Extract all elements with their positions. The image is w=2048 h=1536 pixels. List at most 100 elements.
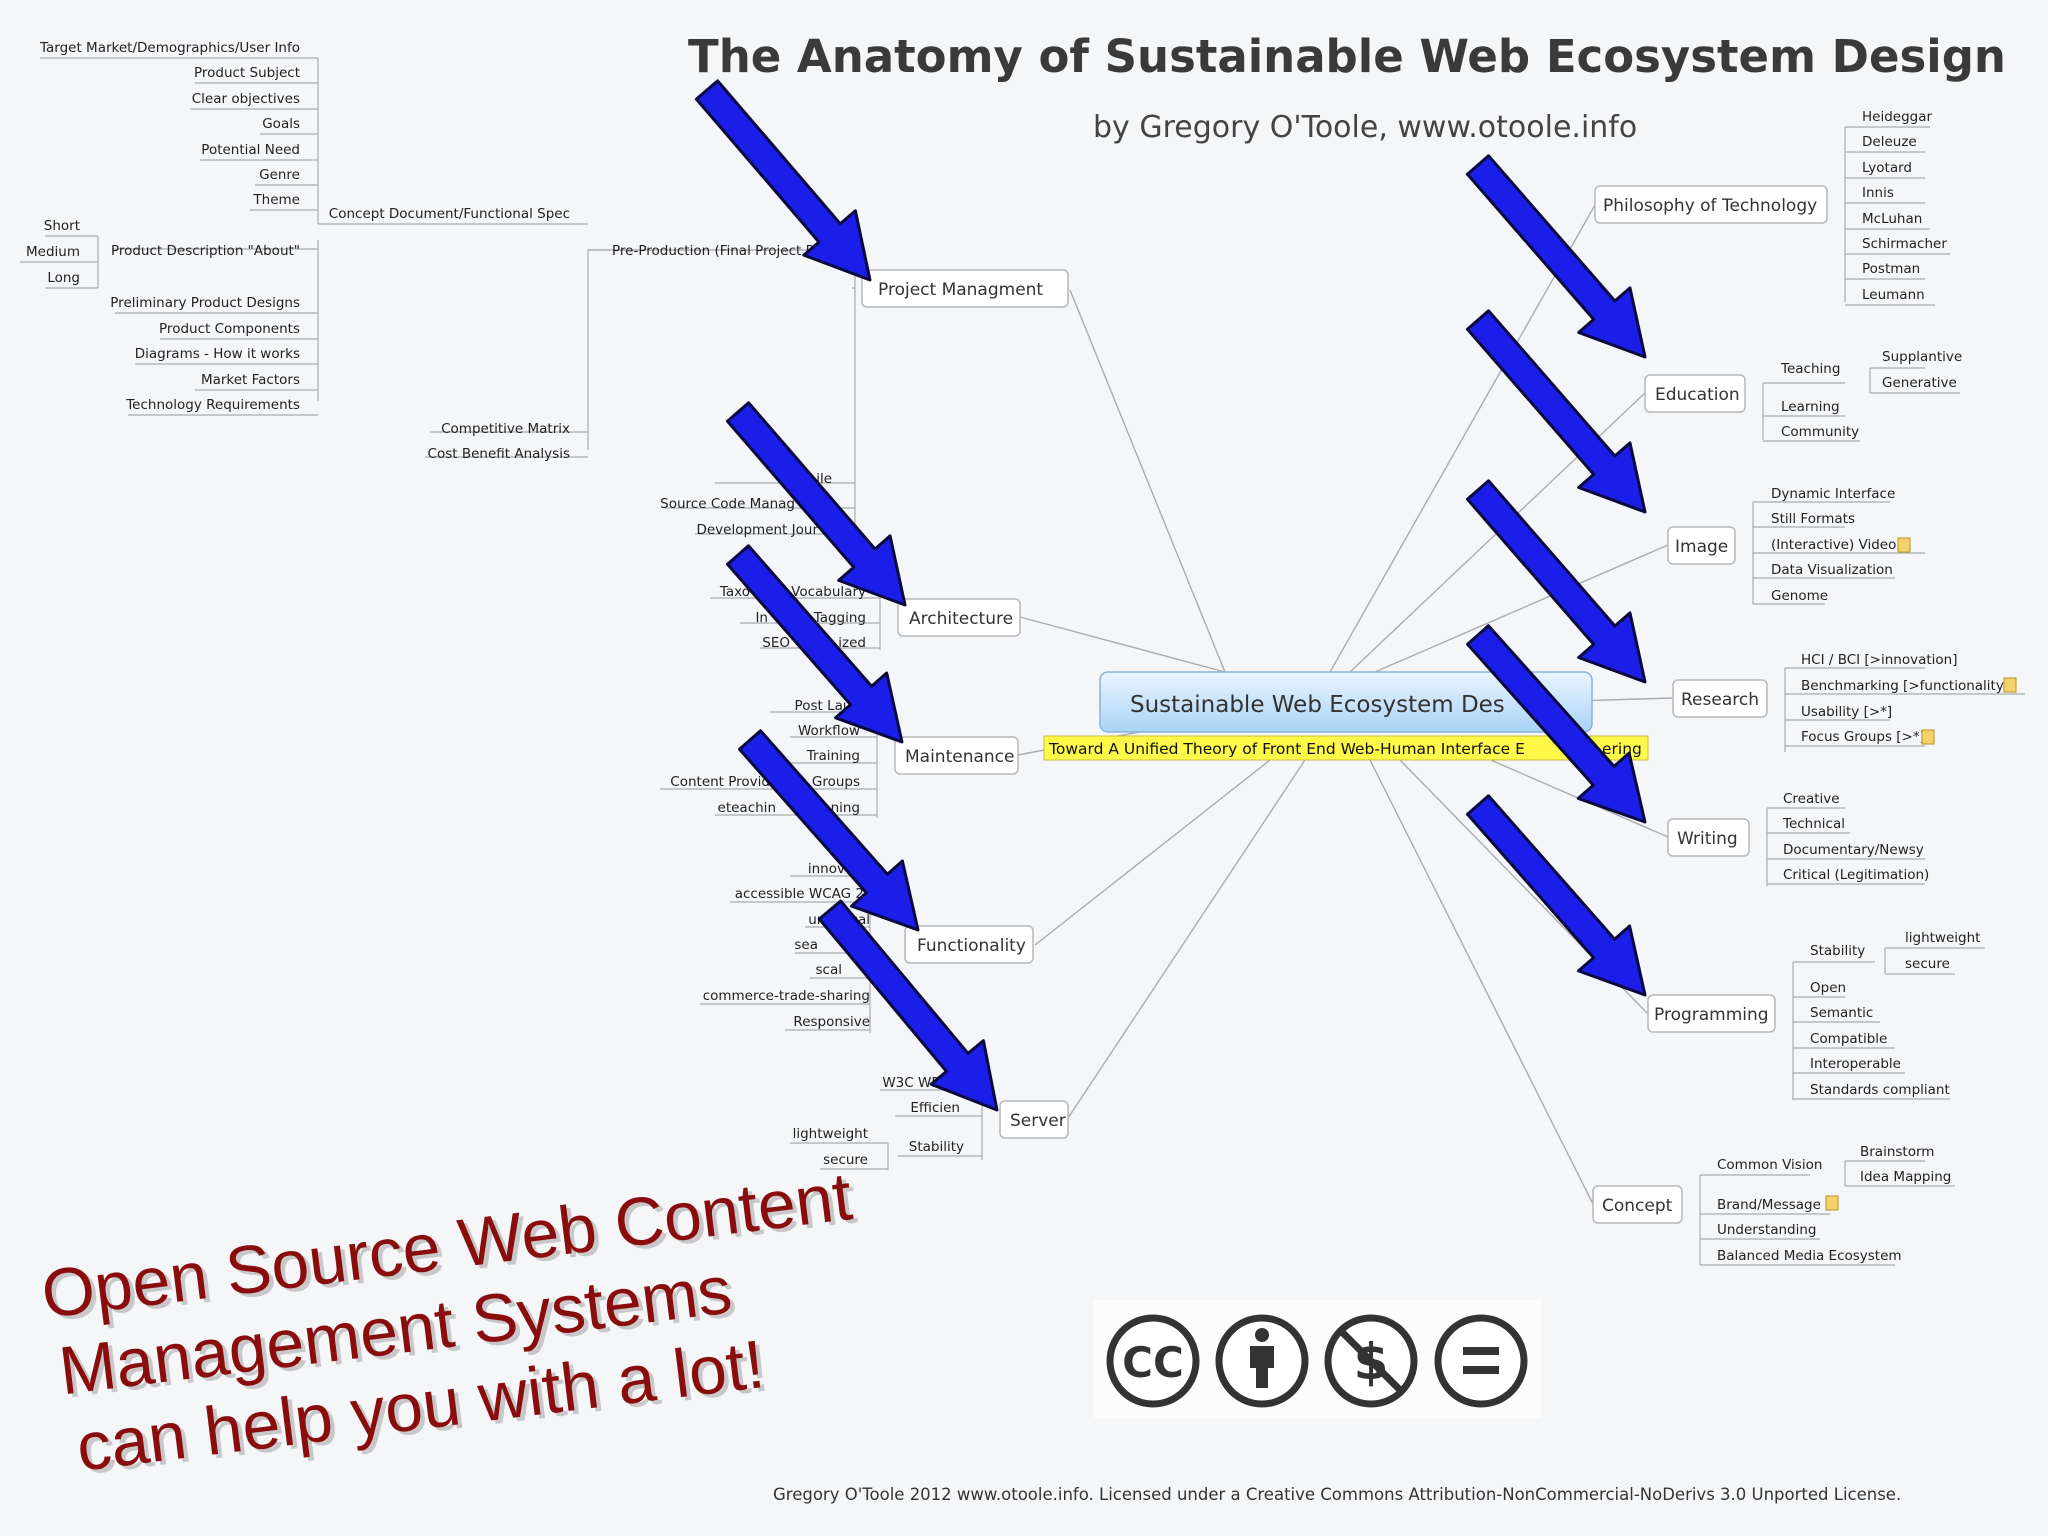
node-philosophy[interactable]: Philosophy of Technology bbox=[1594, 185, 1828, 224]
list-item: ized bbox=[838, 635, 866, 651]
list-item: Responsive bbox=[793, 1014, 870, 1030]
list-item: W3C WPE bbox=[882, 1075, 948, 1091]
list-item: Genome bbox=[1771, 588, 1828, 604]
noncommercial-icon: $ bbox=[1324, 1314, 1418, 1408]
list-item: Stability bbox=[1810, 943, 1865, 959]
node-label: Server bbox=[1010, 1111, 1066, 1131]
tagline-text: Toward A Unified Theory of Front End Web… bbox=[1048, 740, 1525, 758]
list-item: Product Description "About" bbox=[111, 243, 300, 259]
node-education[interactable]: Education bbox=[1644, 374, 1746, 413]
list-item: Potential Need bbox=[201, 142, 300, 158]
cc-icon: CC bbox=[1106, 1314, 1200, 1408]
list-item: (Interactive) Video bbox=[1771, 537, 1896, 553]
list-item: In bbox=[755, 610, 768, 626]
node-maintenance[interactable]: Maintenance bbox=[894, 736, 1019, 775]
list-item: Learning bbox=[1781, 399, 1840, 415]
list-item: HCI / BCI [>innovation] bbox=[1801, 652, 1958, 668]
node-project-management[interactable]: Project Managment bbox=[861, 269, 1069, 308]
node-label: Writing bbox=[1677, 829, 1738, 849]
arrow bbox=[1466, 794, 1647, 997]
node-label: Functionality bbox=[917, 936, 1026, 956]
list-item: Pre-Production (Final Project Pla bbox=[612, 243, 826, 259]
arrow bbox=[694, 79, 872, 282]
list-item: Medium bbox=[26, 244, 80, 260]
programming-subtopics: Stability lightweight secure Open Semant… bbox=[1810, 930, 1980, 1098]
list-item: innov bbox=[808, 861, 845, 877]
list-item: Source Code Manag bbox=[660, 496, 795, 512]
project-subtopics: Target Market/Demographics/User Info Pro… bbox=[26, 40, 832, 538]
list-item: Focus Groups [>*] bbox=[1801, 729, 1925, 745]
node-server[interactable]: Server bbox=[999, 1100, 1069, 1139]
list-item: Brand/Message bbox=[1717, 1197, 1821, 1213]
list-item: scal bbox=[816, 962, 842, 978]
arrow bbox=[1466, 624, 1647, 824]
node-concept[interactable]: Concept bbox=[1592, 1185, 1683, 1224]
list-item: Innis bbox=[1862, 185, 1894, 201]
list-item: Usability [>*] bbox=[1801, 704, 1892, 720]
arrow bbox=[817, 899, 999, 1112]
list-item: accessible WCAG 2 bbox=[735, 886, 864, 902]
list-item: secure bbox=[823, 1152, 868, 1168]
node-label: Research bbox=[1681, 690, 1759, 710]
note-icon bbox=[2003, 677, 2017, 693]
node-image[interactable]: Image bbox=[1667, 526, 1736, 565]
list-item: Content Provid bbox=[670, 774, 770, 790]
list-item: Community bbox=[1781, 424, 1859, 440]
list-item: Stability bbox=[909, 1139, 964, 1155]
research-subtopics: HCI / BCI [>innovation] Benchmarking [>f… bbox=[1801, 652, 2009, 745]
arrow bbox=[738, 729, 920, 932]
node-research[interactable]: Research bbox=[1672, 679, 1768, 718]
list-item: McLuhan bbox=[1862, 211, 1922, 227]
list-item: Critical (Legitimation) bbox=[1783, 867, 1929, 883]
list-item: Compatible bbox=[1810, 1031, 1887, 1047]
list-item: Preliminary Product Designs bbox=[110, 295, 300, 311]
list-item: Brainstorm bbox=[1860, 1144, 1934, 1160]
list-item: Common Vision bbox=[1717, 1157, 1822, 1173]
note-icon bbox=[1897, 537, 1911, 553]
list-item: Understanding bbox=[1717, 1222, 1816, 1238]
server-subtopics: W3C WPE Efficien Stability lightweight s… bbox=[793, 1075, 964, 1168]
node-architecture[interactable]: Architecture bbox=[897, 598, 1021, 637]
list-item: Lyotard bbox=[1862, 160, 1912, 176]
list-item: secure bbox=[1905, 956, 1950, 972]
list-item: Concept Document/Functional Spec bbox=[329, 206, 570, 222]
page-title: The Anatomy of Sustainable Web Ecosystem… bbox=[688, 30, 2006, 83]
list-item: Idea Mapping bbox=[1860, 1169, 1951, 1185]
list-item: Short bbox=[44, 218, 80, 234]
node-functionality[interactable]: Functionality bbox=[904, 925, 1034, 964]
list-item: Dynamic Interface bbox=[1771, 486, 1895, 502]
list-item: Semantic bbox=[1810, 1005, 1873, 1021]
attribution-icon bbox=[1215, 1314, 1309, 1408]
list-item: Schirmacher bbox=[1862, 236, 1947, 252]
list-item: sea bbox=[794, 937, 818, 953]
node-label: Philosophy of Technology bbox=[1603, 196, 1817, 216]
arrow bbox=[1465, 309, 1647, 514]
node-label: Education bbox=[1655, 385, 1740, 405]
footer-license: Gregory O'Toole 2012 www.otoole.info. Li… bbox=[773, 1485, 1901, 1504]
education-subtopics: Teaching Supplantive Generative Learning… bbox=[1780, 349, 1962, 440]
list-item: Workflow bbox=[798, 723, 860, 739]
list-item: Vocabulary bbox=[791, 584, 866, 600]
node-programming[interactable]: Programming bbox=[1647, 994, 1776, 1033]
node-writing[interactable]: Writing bbox=[1667, 818, 1750, 857]
list-item: Theme bbox=[252, 192, 300, 208]
list-item: Data Visualization bbox=[1771, 562, 1893, 578]
highlight-arrows bbox=[694, 79, 1647, 1112]
concept-subtopics: Common Vision Brainstorm Idea Mapping Br… bbox=[1717, 1144, 1951, 1264]
arrow bbox=[726, 544, 904, 744]
list-item: Diagrams - How it works bbox=[135, 346, 300, 362]
list-item: Generative bbox=[1882, 375, 1957, 391]
node-label: Concept bbox=[1602, 1196, 1673, 1216]
list-item: Teaching bbox=[1780, 361, 1840, 377]
list-item: Open bbox=[1810, 980, 1846, 996]
central-node[interactable]: Sustainable Web Ecosystem Des bbox=[1099, 671, 1593, 733]
branch-connectors bbox=[1017, 204, 1674, 1205]
list-item: Product Subject bbox=[194, 65, 300, 81]
list-item: Technology Requirements bbox=[125, 397, 300, 413]
list-item: Market Factors bbox=[201, 372, 300, 388]
list-item: Clear objectives bbox=[192, 91, 300, 107]
arrow bbox=[1465, 154, 1647, 359]
list-item: Development Jour bbox=[696, 522, 818, 538]
list-item: Supplantive bbox=[1882, 349, 1962, 365]
list-item: Goals bbox=[262, 116, 300, 132]
